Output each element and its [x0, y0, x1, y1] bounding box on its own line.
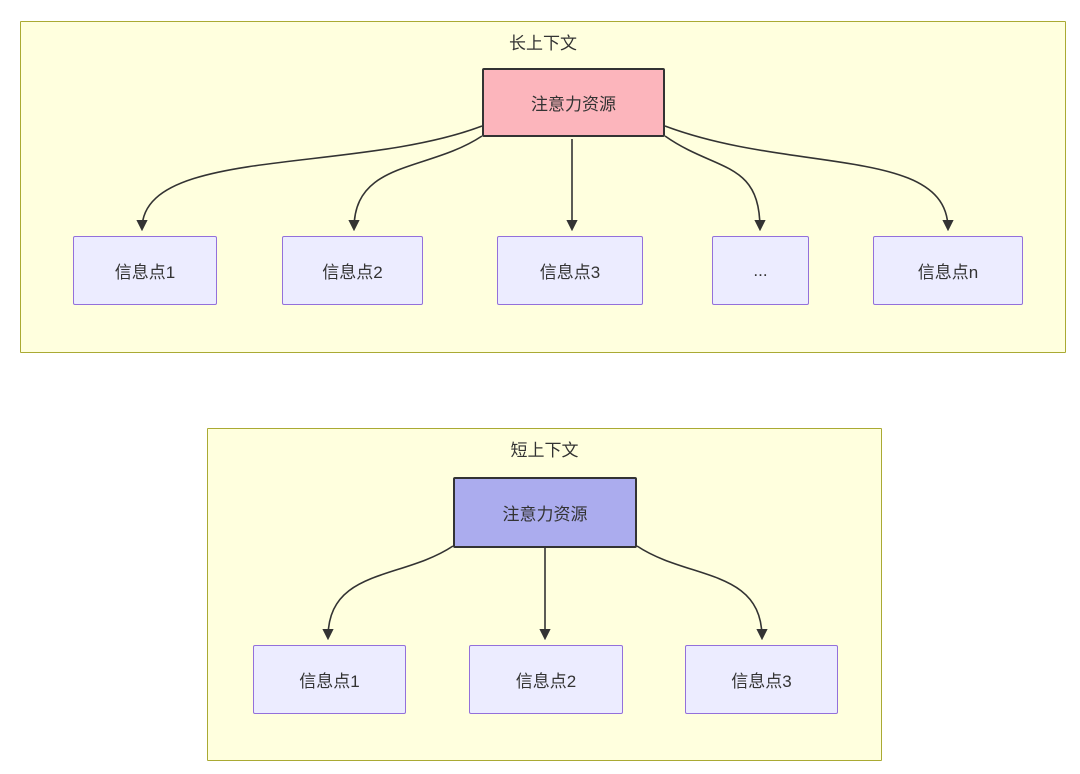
short-attention-node: 注意力资源	[453, 477, 637, 548]
long-context-title: 长上下文	[509, 34, 577, 53]
short-info-node-3: 信息点3	[685, 645, 838, 714]
long-info-node-3: 信息点3	[497, 236, 643, 305]
short-info-node-2: 信息点2	[469, 645, 623, 714]
long-attention-node: 注意力资源	[482, 68, 665, 137]
long-info-node-1: 信息点1	[73, 236, 217, 305]
long-info-node-n: 信息点n	[873, 236, 1023, 305]
long-info-node-ellipsis: ...	[712, 236, 809, 305]
long-info-node-2: 信息点2	[282, 236, 423, 305]
short-context-title: 短上下文	[510, 441, 579, 460]
short-info-node-1: 信息点1	[253, 645, 406, 714]
